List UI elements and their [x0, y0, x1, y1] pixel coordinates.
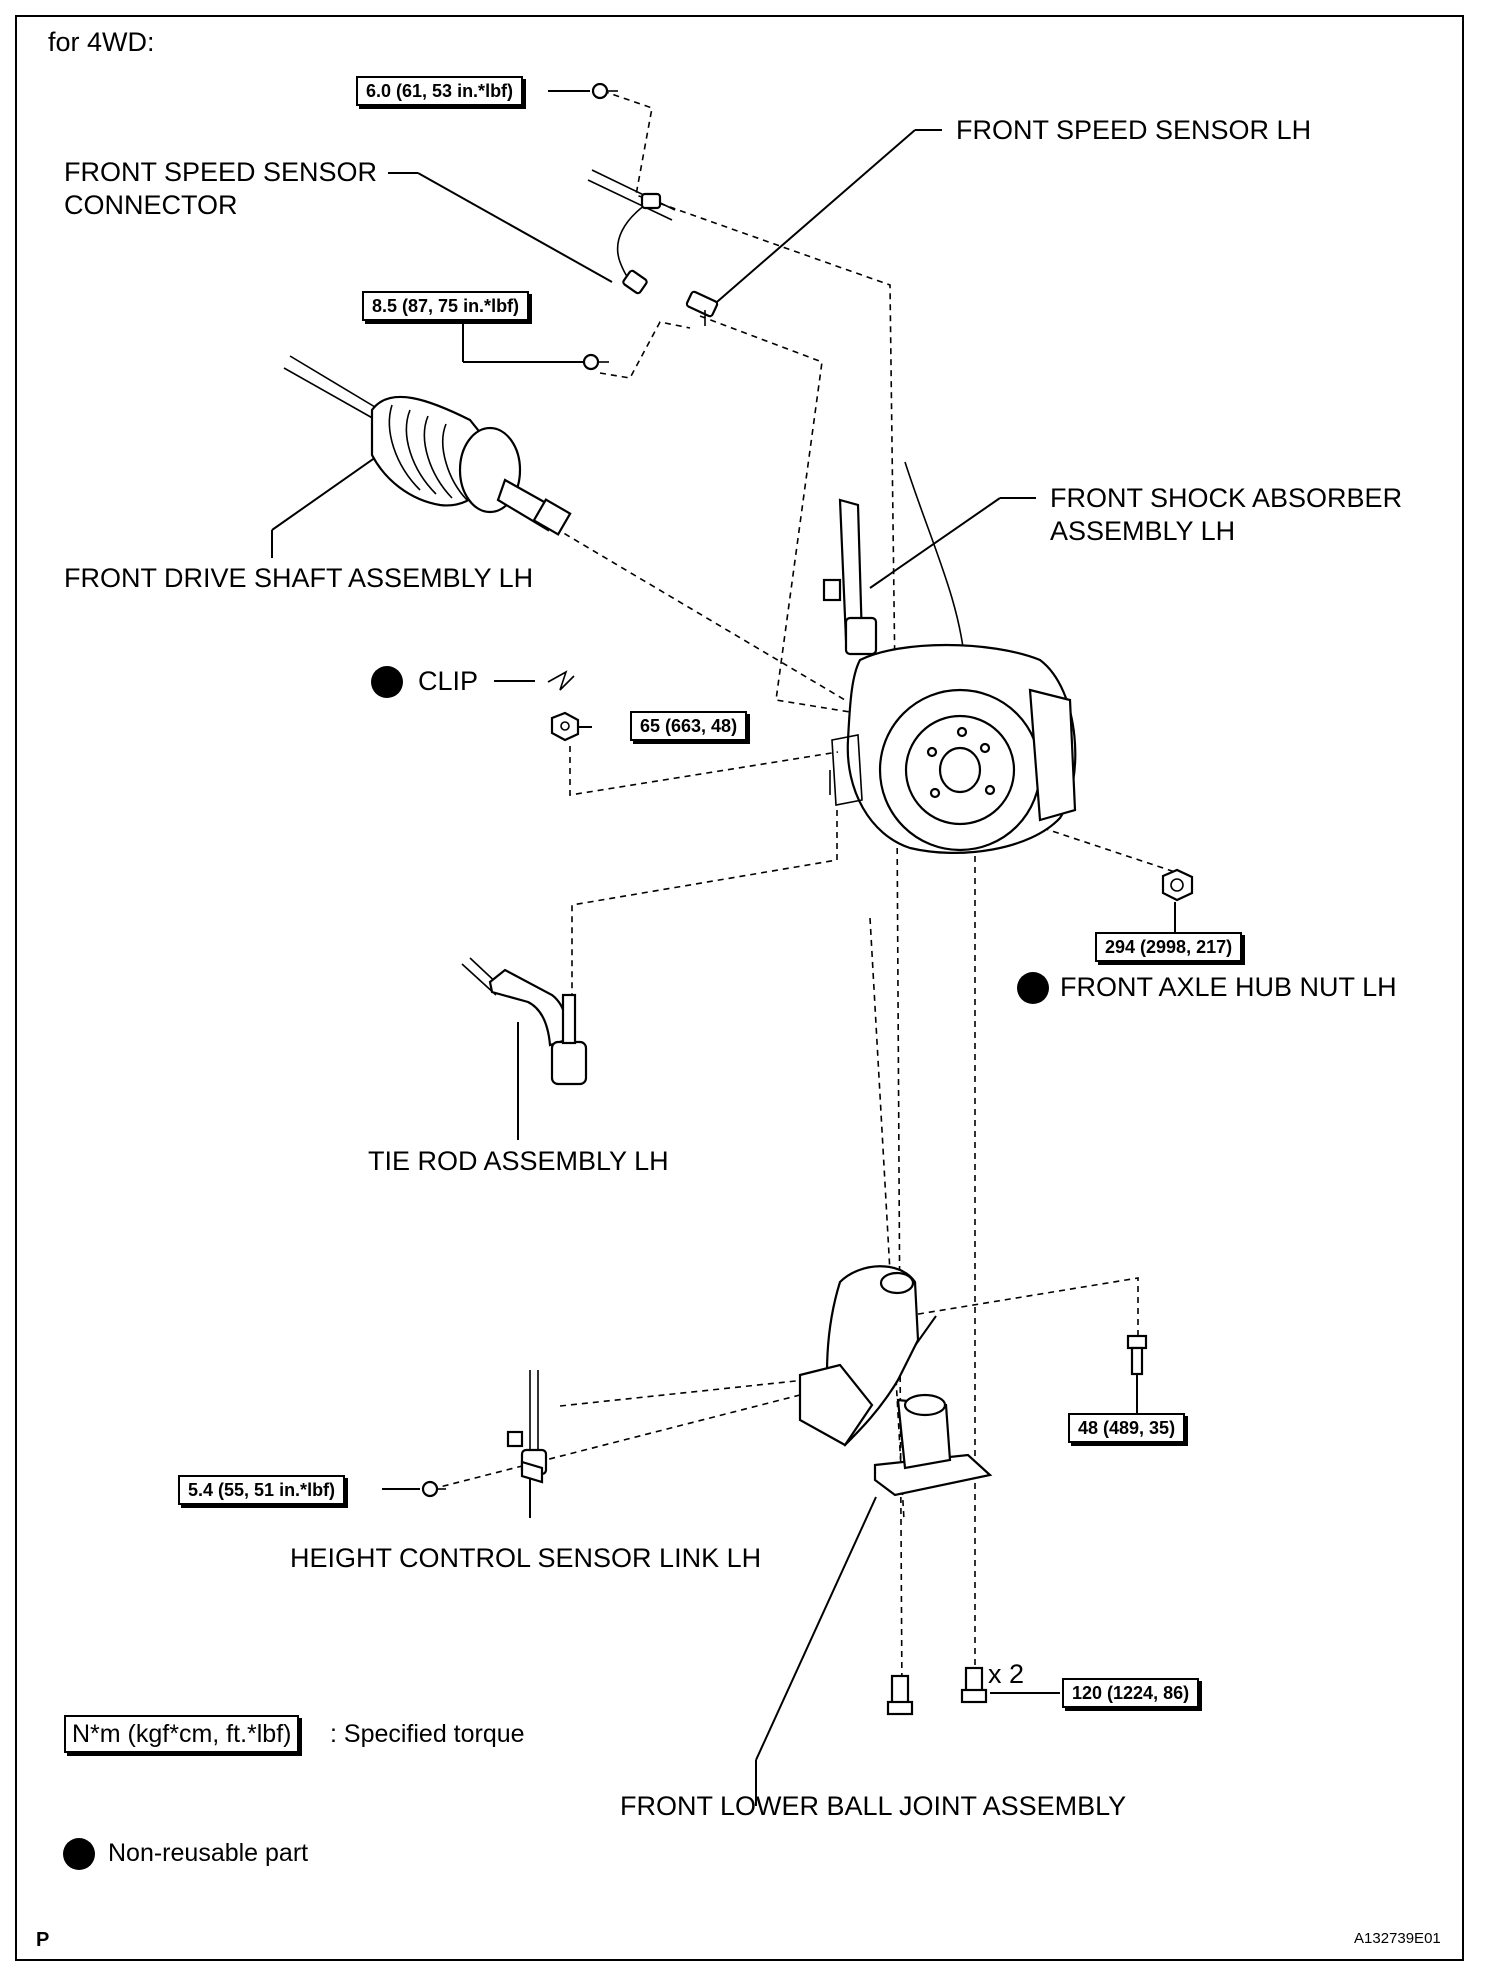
height-control-sensor-link-drawing	[506, 1370, 548, 1484]
torque-5-4: 5.4 (55, 51 in.*lbf)	[178, 1475, 346, 1505]
speed-sensor-connector-drawing	[587, 169, 676, 295]
hub-rotor-drawing	[829, 643, 1077, 854]
tie-rod-drawing	[461, 957, 588, 1086]
label-clip: CLIP	[418, 666, 479, 696]
label-front-speed-sensor-lh: FRONT SPEED SENSOR LH	[956, 115, 1312, 145]
front-speed-sensor-drawing	[685, 290, 719, 326]
quantity-x2: x 2	[988, 1659, 1025, 1689]
lower-ball-joint-drawing	[798, 1265, 993, 1497]
knuckle-nut-drawing	[550, 711, 580, 742]
shock-absorber-drawing	[822, 461, 966, 666]
non-reusable-marker-clip	[371, 666, 403, 698]
torque-65: 65 (663, 48)	[630, 711, 748, 741]
label-front-lower-ball-joint: FRONT LOWER BALL JOINT ASSEMBLY	[620, 1791, 1127, 1821]
non-reusable-marker-hub-nut	[1017, 972, 1049, 1004]
clip-drawing	[547, 670, 575, 691]
torque-8-5: 8.5 (87, 75 in.*lbf)	[362, 291, 530, 321]
bolts	[421, 82, 618, 1498]
figure-id: A132739E01	[1354, 1930, 1441, 1947]
label-front-axle-hub-nut: FRONT AXLE HUB NUT LH	[1060, 972, 1397, 1002]
axle-hub-nut-drawing	[1161, 868, 1194, 902]
legend-non-reusable-marker	[63, 1838, 95, 1870]
alignment-lines	[431, 90, 1191, 1701]
bolt-48-drawing	[1126, 1334, 1148, 1376]
legend-non-reusable: Non-reusable part	[108, 1839, 309, 1867]
torque-48: 48 (489, 35)	[1068, 1413, 1186, 1443]
torque-6-0: 6.0 (61, 53 in.*lbf)	[356, 76, 524, 106]
label-height-control-sensor-link: HEIGHT CONTROL SENSOR LINK LH	[290, 1543, 762, 1573]
legend-torque-box: N*m (kgf*cm, ft.*lbf)	[64, 1715, 300, 1753]
torque-294: 294 (2998, 217)	[1095, 932, 1243, 962]
legend-torque-description: : Specified torque	[330, 1720, 525, 1748]
label-front-speed-sensor-connector: FRONT SPEED SENSOR CONNECTOR	[64, 157, 378, 220]
label-front-shock-absorber: FRONT SHOCK ABSORBER ASSEMBLY LH	[1050, 483, 1403, 546]
label-tie-rod: TIE ROD ASSEMBLY LH	[368, 1146, 669, 1176]
label-front-drive-shaft: FRONT DRIVE SHAFT ASSEMBLY LH	[64, 563, 534, 593]
diagram-heading: for 4WD:	[48, 27, 155, 57]
bottom-bolts-drawing	[886, 1666, 988, 1716]
footer-code: P	[36, 1929, 50, 1951]
page-frame	[15, 15, 1464, 1961]
torque-120: 120 (1224, 86)	[1062, 1678, 1200, 1708]
front-drive-shaft-drawing	[283, 355, 572, 536]
